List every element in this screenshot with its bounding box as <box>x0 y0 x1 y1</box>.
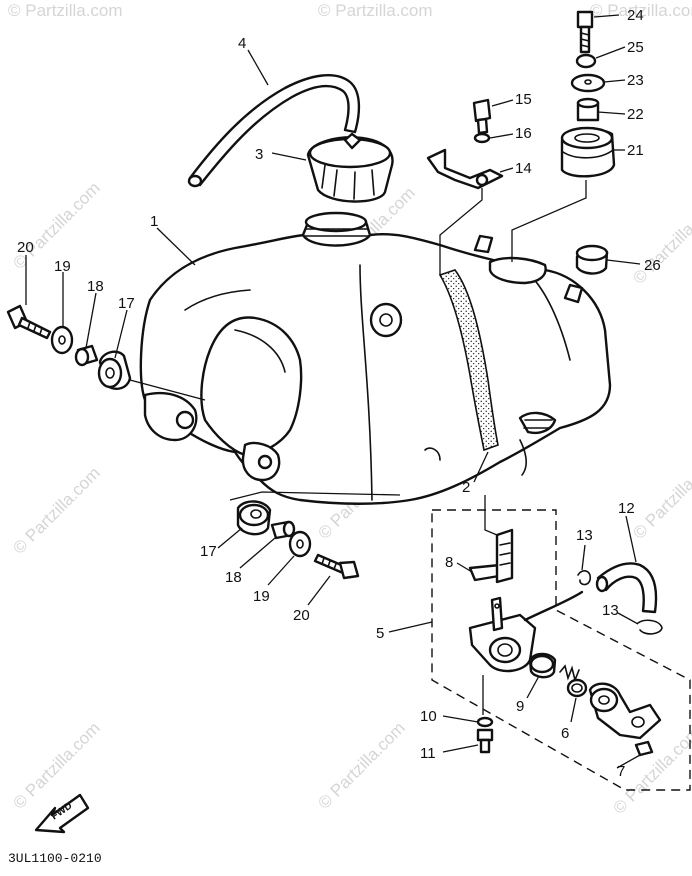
watermark-text: © Partzilla.com <box>629 448 692 542</box>
part-14-tank-bracket[interactable] <box>426 148 504 190</box>
part-13-clip-upper[interactable] <box>577 570 592 586</box>
callout-18: 18 <box>225 569 242 586</box>
callout-26: 26 <box>644 257 661 274</box>
callout-10: 10 <box>420 708 437 725</box>
part-6-o-ring[interactable] <box>566 678 588 698</box>
part-12-fuel-hose[interactable] <box>595 562 658 614</box>
watermark-text: © Partzilla.com <box>629 193 692 287</box>
callout-7: 7 <box>617 763 625 780</box>
part-1-fuel-tank[interactable] <box>139 211 612 505</box>
callout-22: 22 <box>627 106 644 123</box>
part-13-clip-lower[interactable] <box>637 619 663 635</box>
spring[interactable] <box>559 664 580 683</box>
watermark-text: © Partzilla.com <box>318 1 433 20</box>
watermark-text: © Partzilla.com <box>8 1 123 20</box>
part-10-washer[interactable] <box>476 716 494 728</box>
part-25-washer[interactable] <box>575 53 597 69</box>
callout-25: 25 <box>627 39 644 56</box>
part-21-rubber-damper[interactable] <box>560 126 616 178</box>
part-18-collar-lower[interactable] <box>270 520 296 540</box>
part-9-plunger[interactable] <box>528 652 557 679</box>
callout-20: 20 <box>17 239 34 256</box>
callout-13: 13 <box>576 527 593 544</box>
watermark-text: © Partzilla.com <box>314 718 408 812</box>
part-3-fuel-cap[interactable] <box>306 132 394 203</box>
watermark-text: © Partzilla.com <box>9 718 103 812</box>
fuel-cock-body[interactable] <box>468 590 584 673</box>
callout-15: 15 <box>515 91 532 108</box>
part-5-fuel-cock-assembly[interactable] <box>431 509 691 791</box>
part-22-collar[interactable] <box>576 97 600 122</box>
callout-19: 19 <box>253 588 270 605</box>
diagram-code: 3UL1100-0210 <box>8 851 102 866</box>
watermark-text: © Partzilla.com <box>9 463 103 557</box>
part-20-bolt-lower[interactable] <box>313 553 360 580</box>
callout-19: 19 <box>54 258 71 275</box>
callout-18: 18 <box>87 278 104 295</box>
part-8-gasket-strainer[interactable] <box>468 528 514 584</box>
part-18-collar-upper[interactable] <box>74 344 99 367</box>
callout-labels: 4 3 1 20 19 18 17 17 18 19 20 2 5 8 9 6 … <box>17 7 661 780</box>
callout-12: 12 <box>618 500 635 517</box>
part-19-washer-lower[interactable] <box>288 530 312 558</box>
part-15-bolt[interactable] <box>472 98 492 135</box>
part-16-washer[interactable] <box>473 132 491 144</box>
part-11-screw[interactable] <box>476 728 494 754</box>
callout-1: 1 <box>150 213 158 230</box>
callout-24: 24 <box>627 7 644 24</box>
callout-5: 5 <box>376 625 384 642</box>
callout-21: 21 <box>627 142 644 159</box>
callout-4: 4 <box>238 35 246 52</box>
part-23-plate-washer[interactable] <box>570 73 606 93</box>
part-4-breather-hose[interactable] <box>187 74 361 188</box>
part-19-washer-upper[interactable] <box>50 325 74 355</box>
leader-lines <box>25 14 641 769</box>
fuel-cock-lever[interactable] <box>588 682 662 740</box>
part-17-damper-upper[interactable] <box>97 350 132 390</box>
callout-20: 20 <box>293 607 310 624</box>
callout-17: 17 <box>118 295 135 312</box>
callout-3: 3 <box>255 146 263 163</box>
part-17-damper-lower[interactable] <box>236 500 272 536</box>
callout-17: 17 <box>200 543 217 560</box>
callout-2: 2 <box>462 479 470 496</box>
callout-16: 16 <box>515 125 532 142</box>
callout-9: 9 <box>516 698 524 715</box>
part-24-bolt[interactable] <box>576 10 594 54</box>
callout-11: 11 <box>420 745 436 762</box>
part-2-damper-strip[interactable] <box>438 269 557 452</box>
forward-direction-arrow: FWD <box>34 793 90 834</box>
callout-8: 8 <box>445 554 453 571</box>
callout-23: 23 <box>627 72 644 89</box>
part-26-grommet[interactable] <box>575 244 609 275</box>
part-7-screw[interactable] <box>634 740 654 757</box>
callout-6: 6 <box>561 725 569 742</box>
callout-13: 13 <box>602 602 619 619</box>
part-20-bolt-upper[interactable] <box>6 304 52 340</box>
callout-14: 14 <box>515 160 532 177</box>
